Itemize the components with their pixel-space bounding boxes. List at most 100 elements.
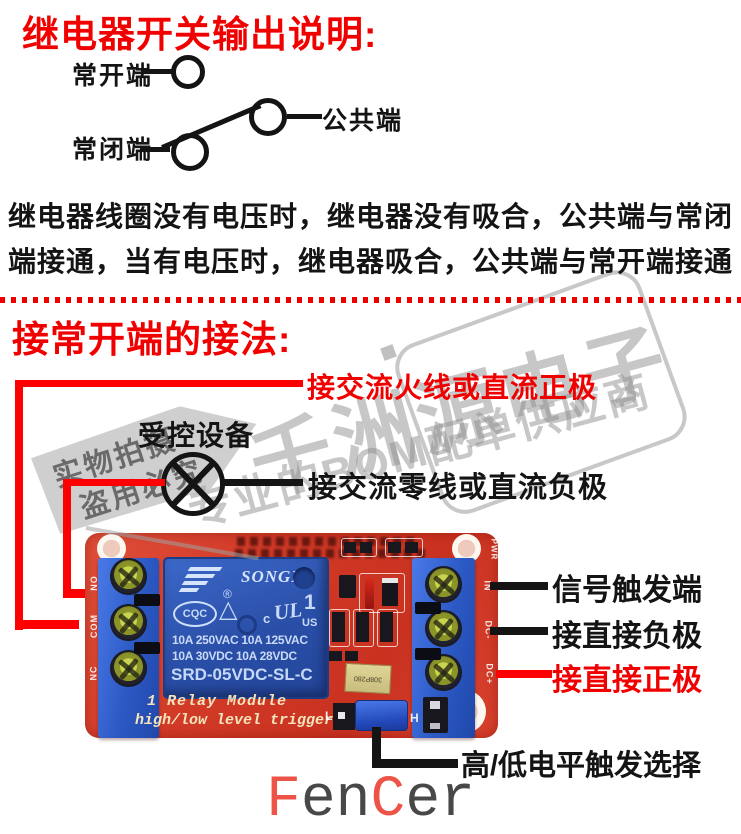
section1-title: 继电器开关输出说明: — [22, 14, 378, 55]
terminal-circle-no — [171, 55, 205, 89]
smd-chip — [380, 612, 393, 642]
screw-terminal — [425, 654, 462, 691]
dc-negative-label: 接直接负极 — [552, 620, 702, 653]
load-wire-vertical — [63, 479, 71, 597]
switch-arm-line — [161, 103, 262, 150]
silkscreen-blur-row — [237, 537, 417, 546]
relay-rating-line2: 10A 30VDC 10A 28VDC — [172, 649, 297, 663]
jumper-lead-horizontal — [372, 759, 458, 768]
dc-positive-label: 接直接正极 — [552, 664, 702, 697]
smd-chip — [344, 542, 356, 553]
screw-terminal — [110, 558, 147, 595]
songle-relay: ® SONGLE CQC △ c UL US 1 10A 250VAC 10A … — [163, 557, 329, 699]
smd-component — [423, 697, 448, 733]
signal-lead-line — [490, 582, 548, 590]
smd-resistor — [377, 609, 398, 647]
brand-letters: en — [300, 768, 371, 833]
watermark-stamp-corner-square — [380, 344, 397, 361]
ul-mark-icon: UL — [272, 597, 304, 625]
description-line1: 继电器线圈没有电压时，继电器没有吸合，公共端与常闭 — [7, 201, 733, 232]
silkscreen-label-nc: NC — [88, 665, 99, 681]
brand-letter: C — [370, 768, 406, 833]
jumper-pin-header — [333, 703, 355, 730]
terminal-slot — [415, 648, 441, 660]
lead-line — [141, 69, 173, 74]
terminal-slot — [134, 642, 160, 654]
pin-pad — [338, 712, 345, 719]
smd-pad — [430, 723, 440, 729]
live-wire-vertical — [15, 380, 23, 630]
smd-chip — [388, 542, 401, 553]
smd-cluster — [385, 538, 423, 557]
dc-neg-lead-line — [490, 627, 548, 635]
ul-mark-c: c — [263, 611, 271, 626]
diode-cluster — [359, 573, 405, 613]
load-wire-to-no — [63, 589, 100, 598]
label-normally-open: 常开端 — [72, 62, 154, 90]
neutral-wire-stub — [224, 479, 303, 486]
dc-pos-lead-line — [496, 670, 552, 678]
label-common: 公共端 — [322, 107, 404, 135]
smd-diode — [382, 578, 398, 606]
section2-title: 接常开端的接法: — [12, 319, 292, 360]
smd-chip — [356, 612, 369, 642]
smd-pad — [329, 651, 342, 661]
terminal-slot — [415, 602, 441, 614]
board-silkscreen-line2: high/low level trigger — [135, 712, 334, 729]
transistor — [339, 575, 356, 598]
jumper-label-h: H — [410, 711, 420, 725]
smd-pad — [430, 701, 440, 709]
smd-chip — [360, 542, 372, 553]
brand-logo: FenCer — [0, 768, 741, 833]
ul-mark-1: 1 — [304, 591, 316, 614]
ul-mark-us: US — [302, 617, 318, 629]
silkscreen-label-pwr: PWR — [489, 538, 499, 561]
label-normally-closed: 常闭端 — [72, 136, 154, 164]
board-silkscreen-line1: 1 Relay Module — [147, 693, 288, 710]
smd-pad — [345, 651, 358, 661]
silkscreen-label-com: COM — [89, 614, 99, 638]
red-dotted-divider — [0, 297, 741, 303]
live-wire-label: 接交流火线或直流正极 — [307, 372, 598, 403]
neutral-wire-label: 接交流零线或直流负极 — [308, 472, 609, 504]
terminal-circle-com — [249, 98, 287, 136]
optocoupler-label: 308P280 — [353, 674, 383, 683]
relay-logo-stripe — [178, 588, 200, 592]
jumper-label-l: L — [325, 709, 334, 723]
silkscreen-blur-row — [235, 549, 425, 558]
relay-logo-stripe — [181, 581, 209, 585]
smd-chip — [332, 612, 345, 642]
load-wire-horizontal — [63, 479, 165, 486]
smd-chip — [405, 542, 418, 553]
lead-line — [287, 114, 322, 119]
controlled-device-label: 受控设备 — [138, 420, 255, 451]
relay-mold-circle — [293, 567, 315, 589]
trigger-select-label: 高/低电平触发选择 — [461, 750, 702, 782]
screw-terminal — [425, 610, 462, 647]
relay-logo-stripe — [187, 567, 223, 571]
smd-cluster — [341, 538, 377, 557]
optocoupler: 308P280 — [344, 662, 392, 695]
load-symbol-icon — [161, 452, 225, 516]
registered-mark: ® — [223, 587, 232, 601]
silkscreen-label-dc-plus: DC+ — [484, 663, 495, 685]
brand-letters: er — [405, 768, 475, 833]
smd-resistor — [353, 609, 374, 647]
lead-line — [140, 147, 170, 152]
cqc-mark: CQC — [173, 601, 217, 627]
relay-model: SRD-05VDC-SL-C — [171, 665, 313, 684]
screw-terminal — [110, 650, 147, 687]
signal-trigger-label: 信号触发端 — [552, 574, 702, 607]
relay-dimple — [237, 615, 257, 635]
live-wire-horizontal — [15, 380, 303, 387]
relay-module-board: NO COM NC ® SONGLE CQC △ c UL US 1 10A 2… — [85, 533, 498, 738]
relay-rating-line1: 10A 250VAC 10A 125VAC — [172, 633, 308, 647]
brand-letter: F — [266, 768, 301, 833]
description-line2: 端接通，当有电压时，继电器吸合，公共端与常开端接通 — [7, 246, 733, 277]
screw-terminal — [425, 566, 462, 603]
jumper-cap — [355, 700, 408, 731]
terminal-slot — [134, 594, 160, 606]
triangle-cert-icon: △ — [219, 596, 238, 623]
red-diode — [365, 578, 374, 610]
